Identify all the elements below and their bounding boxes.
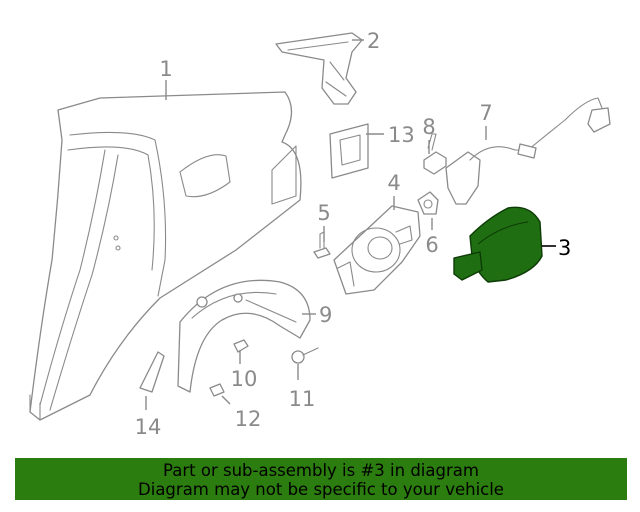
part-5-pin <box>313 231 331 259</box>
part-9-wheel-liner <box>177 279 311 393</box>
callout-5: 5 <box>317 201 330 225</box>
part-4-housing <box>333 205 421 295</box>
callout-8: 8 <box>422 115 435 139</box>
callout-6: 6 <box>425 233 438 257</box>
callout-13: 13 <box>388 123 415 147</box>
part-10-clip <box>233 339 249 353</box>
leader-lines <box>145 39 556 410</box>
callout-4: 4 <box>387 171 400 195</box>
part-14-strip <box>139 351 165 393</box>
part-13-plate <box>329 123 369 179</box>
callout-11: 11 <box>289 387 316 411</box>
part-11-screw <box>291 347 319 364</box>
part-6-clip <box>417 191 439 215</box>
callout-labels: 1 2 3 4 5 6 7 8 9 10 11 12 13 14 <box>135 29 572 439</box>
callout-10: 10 <box>231 367 258 391</box>
part-2-bracket <box>275 32 363 105</box>
callout-12: 12 <box>235 407 262 431</box>
banner-line-2: Diagram may not be specific to your vehi… <box>138 480 504 499</box>
info-banner: Part or sub-assembly is #3 in diagram Di… <box>15 458 627 500</box>
callout-3: 3 <box>558 236 571 260</box>
callout-9: 9 <box>319 303 332 327</box>
callout-1: 1 <box>159 57 172 81</box>
callout-2: 2 <box>367 29 380 53</box>
part-1-quarter-panel <box>29 91 302 421</box>
banner-line-1: Part or sub-assembly is #3 in diagram <box>163 461 479 480</box>
part-7-actuator <box>445 97 611 205</box>
callout-14: 14 <box>135 415 162 439</box>
callout-7: 7 <box>479 101 492 125</box>
part-3-fuel-door <box>453 206 543 283</box>
part-12-screw <box>209 383 225 397</box>
part-8-bolt <box>423 133 447 175</box>
